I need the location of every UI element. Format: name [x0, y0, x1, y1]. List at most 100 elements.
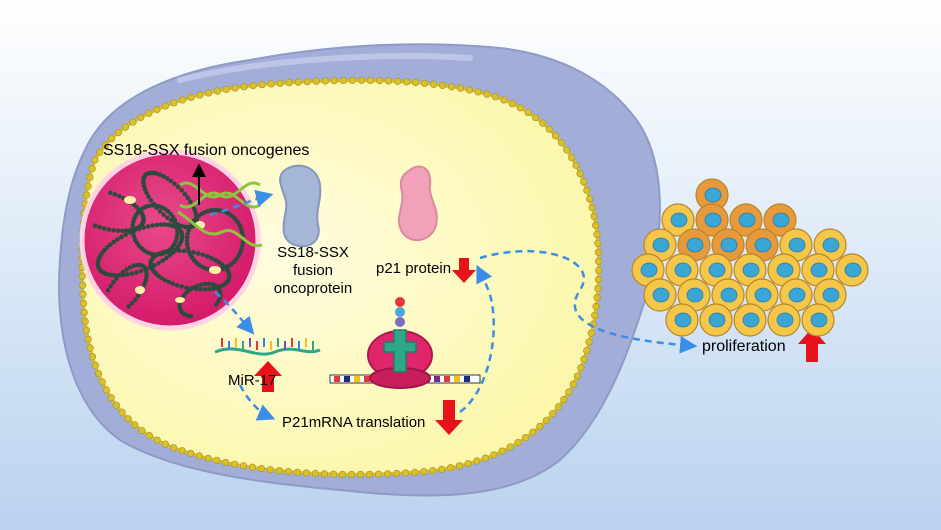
membrane-bead — [169, 444, 178, 452]
membrane-bead — [529, 428, 537, 436]
chromatin-bead — [160, 258, 165, 263]
chromatin-bead — [92, 223, 98, 228]
chromatin-bead — [162, 222, 168, 227]
membrane-bead — [524, 108, 532, 117]
chromatin-bead — [165, 215, 170, 220]
membrane-bead — [521, 433, 530, 442]
chromatin-bead — [192, 206, 197, 212]
membrane-bead — [302, 469, 310, 477]
membrane-bead — [79, 281, 87, 289]
membrane-bead — [187, 449, 195, 458]
membrane-bead — [573, 372, 581, 380]
membrane-bead — [339, 76, 347, 85]
membrane-bead — [81, 317, 89, 325]
membrane-bead — [88, 353, 97, 361]
membrane-bead — [294, 78, 302, 86]
chromatin-bead — [144, 270, 149, 276]
mass-cell-nucleus — [670, 212, 688, 228]
chromatin-bead — [170, 281, 176, 286]
membrane-bead — [338, 470, 347, 478]
membrane-bead — [594, 284, 602, 293]
chromatin-bead — [105, 287, 111, 293]
chromatin-bead — [212, 207, 217, 213]
membrane-bead — [576, 169, 584, 178]
membrane-bead — [429, 467, 437, 475]
membrane-bead — [239, 462, 248, 470]
mass-cell-nucleus — [772, 212, 790, 228]
chromatin-bead — [158, 222, 164, 227]
chromatin-bead — [215, 284, 220, 290]
membrane-bead — [586, 195, 594, 203]
mrna-codon — [364, 376, 370, 382]
membrane-bead — [240, 83, 248, 91]
membrane-bead — [195, 452, 204, 460]
chromatin-bead — [174, 225, 180, 230]
chromatin-bead — [112, 192, 118, 197]
membrane-bead — [356, 470, 365, 479]
membrane-bead — [481, 454, 490, 462]
membrane-bead — [560, 395, 568, 404]
chromatin-bead — [162, 277, 168, 283]
membrane-bead — [592, 302, 600, 311]
nucleus — [79, 149, 261, 331]
membrane-bead — [153, 105, 161, 114]
chromatin-bead — [177, 248, 182, 253]
mass-cell-nucleus — [822, 237, 840, 253]
chromatin-bead — [117, 193, 122, 199]
chromatin-bead — [168, 218, 174, 223]
chromatin-bead — [134, 270, 139, 275]
chromatin-bead — [187, 287, 192, 293]
mass-cell-nucleus — [754, 237, 772, 253]
membrane-bead — [231, 84, 239, 92]
membrane-bead — [593, 230, 601, 238]
membrane-bead — [312, 77, 320, 85]
proliferating-cell-mass — [631, 178, 869, 337]
membrane-bead — [84, 335, 92, 343]
membrane-bead — [82, 191, 91, 199]
mrna-codon — [354, 376, 360, 382]
outer-cell-highlight — [177, 53, 473, 83]
membrane-bead — [554, 403, 563, 411]
chromatin-bead — [132, 297, 138, 302]
chromatin-bead — [164, 176, 170, 181]
membrane-bead — [213, 456, 221, 465]
membrane-bead — [594, 275, 603, 284]
membrane-bead — [384, 470, 392, 478]
membrane-bead — [91, 156, 99, 164]
membrane-bead — [375, 77, 384, 85]
membrane-bead — [320, 470, 329, 478]
chromatin-bead — [175, 184, 181, 190]
mass-cell-nucleus — [686, 287, 704, 303]
chromatin-bead — [227, 273, 232, 279]
mrna-codon — [334, 376, 340, 382]
mass-cell-nucleus — [708, 312, 726, 328]
membrane-bead — [293, 468, 301, 476]
arrow-mir17-to-translation — [238, 384, 276, 421]
membrane-bead — [86, 344, 94, 352]
chromatin-bead — [206, 281, 212, 287]
membrane-bead — [421, 79, 429, 87]
membrane-bead — [590, 212, 598, 221]
chromatin-bead — [179, 223, 185, 229]
membrane-bead — [321, 77, 329, 85]
membrane-bead — [187, 93, 195, 101]
mir17-strand — [214, 338, 321, 356]
chromatin-bead — [117, 272, 122, 278]
chromatin-bead — [166, 279, 171, 285]
chromatin-bead — [188, 313, 194, 319]
mass-cell-nucleus — [704, 212, 722, 228]
p21-protein-down-arrow — [452, 258, 476, 283]
membrane-bead — [439, 81, 447, 90]
chromatin-bead — [172, 181, 177, 187]
membrane-bead — [587, 329, 595, 337]
chromatin-bead — [123, 232, 128, 237]
chromatin-bead — [191, 250, 196, 255]
label-mir17: MiR-17 — [228, 372, 277, 389]
membrane-bead — [96, 148, 104, 156]
chromatin-bead — [135, 293, 141, 299]
chromatin-bead — [115, 237, 120, 242]
chromatin-bead — [124, 267, 129, 272]
chromatin-bead — [138, 268, 144, 274]
chromatin-bead — [108, 190, 113, 196]
